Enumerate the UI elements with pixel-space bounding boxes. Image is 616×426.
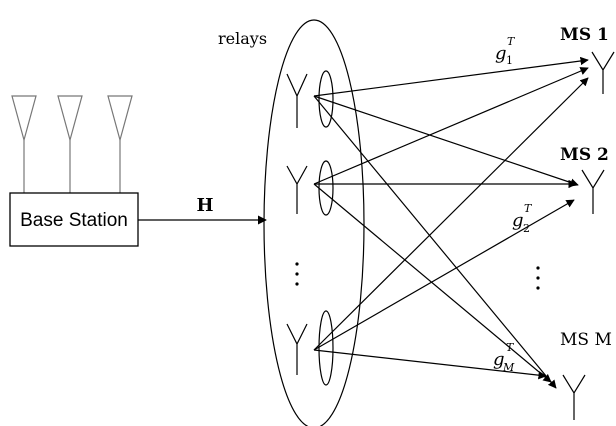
- svg-text:g: g: [493, 349, 505, 370]
- svg-text:2: 2: [523, 222, 530, 235]
- antenna-icon: [562, 374, 586, 420]
- g1-label: g T 1: [495, 35, 516, 67]
- svg-text:M: M: [502, 361, 515, 374]
- svg-text:T: T: [524, 202, 533, 215]
- gM-label: g T M: [493, 341, 515, 374]
- msM-label: MS M: [560, 330, 612, 350]
- vertical-ellipsis-relays: [295, 262, 299, 286]
- ms2-label: MS 2: [560, 145, 609, 165]
- relay-1: [286, 70, 334, 128]
- ms1-label: MS 1: [560, 25, 609, 45]
- g2-label: g T 2: [512, 202, 533, 235]
- base-station-antennas: [11, 95, 133, 193]
- relays-group-ellipse: [263, 19, 365, 426]
- antenna-icon: [591, 51, 615, 94]
- relay-beam-ellipse: [318, 70, 334, 128]
- svg-text:T: T: [507, 35, 516, 48]
- svg-text:g: g: [512, 210, 524, 231]
- svg-text:T: T: [506, 341, 515, 354]
- relay-n-links: [313, 77, 589, 380]
- antenna-icon: [107, 95, 133, 193]
- relay-beam-ellipse: [318, 160, 334, 216]
- relay-n: [286, 310, 334, 386]
- relay-beam-ellipse: [318, 310, 334, 386]
- base-station-label: Base Station: [20, 210, 128, 231]
- antenna-icon: [581, 169, 605, 214]
- svg-text:1: 1: [506, 54, 513, 67]
- relay-2-links: [313, 67, 589, 383]
- antenna-icon: [11, 95, 37, 193]
- relay-1-links: [313, 56, 589, 389]
- relay-2: [286, 160, 334, 216]
- vertical-ellipsis-ms: [536, 266, 540, 290]
- channel-label: H: [196, 195, 213, 216]
- antenna-icon: [286, 165, 308, 214]
- svg-text:g: g: [495, 43, 507, 64]
- antenna-icon: [286, 73, 308, 128]
- antenna-icon: [57, 95, 83, 193]
- antenna-icon: [286, 323, 308, 375]
- relays-label: relays: [218, 29, 267, 48]
